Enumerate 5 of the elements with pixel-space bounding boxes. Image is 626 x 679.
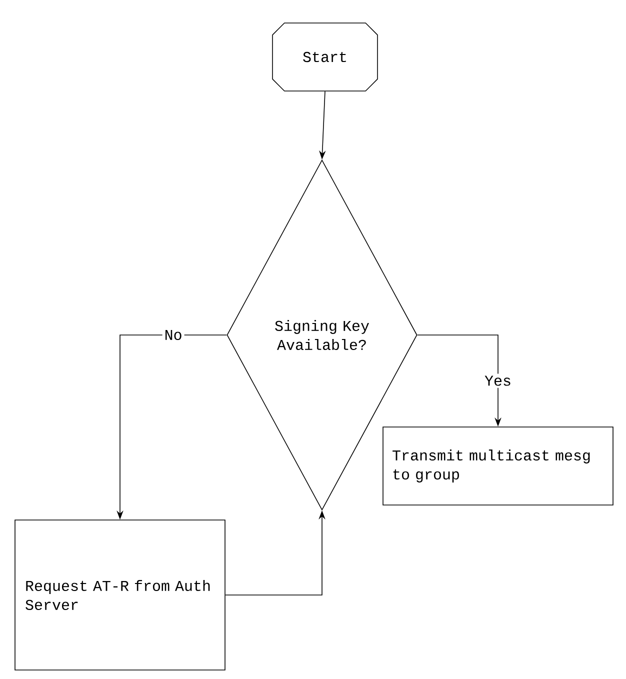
start-terminal: Start [272,22,378,92]
process-box: Transmit multicast mesg to group [382,426,614,506]
edge-label: No [162,328,184,342]
edge-label: Yes [482,374,514,388]
process-box: Request AT-R from Auth Server [14,520,226,670]
